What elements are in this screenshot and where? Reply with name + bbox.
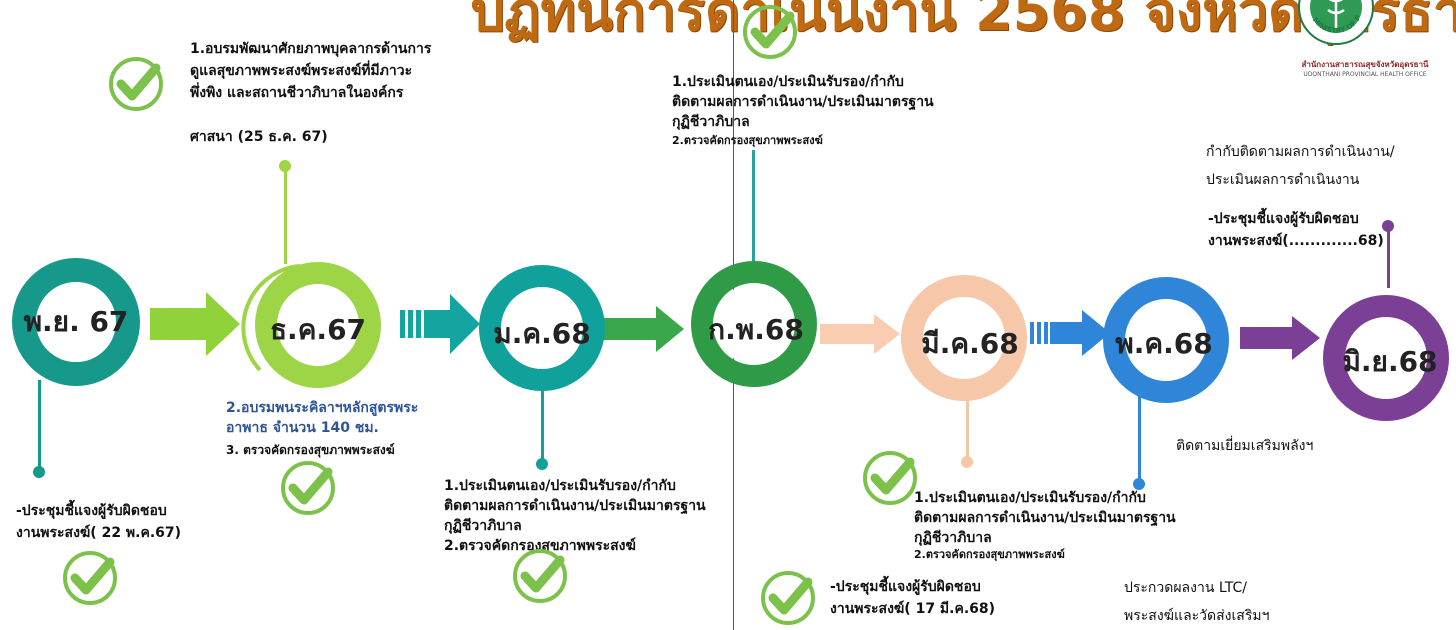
milestone-ring-nov	[12, 258, 140, 386]
check-icon	[863, 451, 917, 505]
stem-mar-dot	[961, 456, 973, 468]
note-jun-top-bold: -ประชุมชี้แจงผู้รับผิดชอบ งานพระสงฆ์(...…	[1208, 211, 1384, 249]
milestone-ring-feb	[691, 261, 817, 387]
note-feb-top-1: 1.ประเมินตนเอง/ประเมินรับรอง/กำกับ ติดตา…	[672, 74, 934, 130]
milestone-label-feb: ก.พ.68	[708, 313, 804, 346]
milestone-label-mar: มี.ค.68	[921, 327, 1019, 360]
note-bottom-right: ประกวดผลงาน LTC/ พระสงฆ์และวัดส่งเสริมฯ	[1124, 580, 1270, 624]
office-name-english: UDONTHANI PROVINCIAL HEALTH OFFICE	[1303, 71, 1427, 78]
stem-jan-dot	[536, 458, 548, 470]
arrow-jan-feb	[604, 306, 684, 352]
check-icon	[109, 57, 163, 111]
moph-logo: MINISTRY OF PUBLIC HEALTH	[1297, 0, 1375, 46]
stem-feb	[752, 150, 755, 262]
check-icon	[743, 5, 797, 59]
note-jan-bottom-1: 1.ประเมินตนเอง/ประเมินรับรอง/กำกับ ติดตา…	[444, 478, 706, 534]
arrow-may-jun	[1240, 316, 1320, 360]
stem-dec	[284, 168, 287, 264]
stem-jan	[541, 384, 544, 462]
stem-nov-dot	[33, 466, 45, 478]
note-jan-bottom-2: 2.ตรวจคัดกรองสุขภาพพระสงฆ์	[444, 538, 636, 554]
note-mar-meeting: -ประชุมชี้แจงผู้รับผิดชอบ งานพระสงฆ์( 17…	[830, 579, 996, 617]
stem-dec-dot	[279, 160, 291, 172]
milestone-ring-jan	[479, 265, 605, 391]
check-icon	[63, 551, 117, 605]
milestone-label-may: พ.ค.68	[1115, 327, 1213, 360]
logo-caption: สำนักงานสาธารณสุขจังหวัดอุดรธานี UDONTHA…	[1285, 58, 1445, 78]
stem-may	[1138, 392, 1141, 484]
check-icon	[513, 549, 567, 603]
check-icon	[281, 461, 335, 515]
milestone-label-jun: มิ.ย.68	[1342, 345, 1438, 378]
milestone-ring-mar	[901, 275, 1027, 401]
stem-nov	[38, 380, 41, 474]
office-name-thai: สำนักงานสาธารณสุขจังหวัดอุดรธานี	[1301, 60, 1429, 69]
milestone-label-dec: ธ.ค.67	[269, 313, 367, 346]
note-dec-bottom-1: 2.อบรมพนระคิลาฯหลักสูตรพระ อาพาธ จำนวน 1…	[226, 400, 419, 436]
stem-jun-dot	[1382, 220, 1394, 232]
stem-jun	[1387, 226, 1390, 288]
arrow-dec-jan	[400, 294, 480, 354]
check-icon	[761, 571, 815, 625]
stem-mar	[966, 388, 969, 462]
milestone-ring-jun	[1323, 295, 1449, 421]
note-nov-bottom: -ประชุมชี้แจงผู้รับผิดชอบ งานพระสงฆ์( 22…	[16, 503, 182, 541]
arrow-nov-dec	[150, 292, 240, 356]
note-dec-top: 1.อบรมพัฒนาศักยภาพบุคลากรด้านการ ดูแลสุข…	[190, 41, 432, 145]
note-may-bottom: ติดตามเยี่ยมเสริมพลังฯ	[1176, 438, 1314, 454]
note-dec-bottom-2: 3. ตรวจคัดกรองสุขภาพพระสงฆ์	[226, 443, 395, 457]
milestone-ring-may	[1103, 277, 1229, 403]
milestone-ring-dec	[241, 262, 381, 388]
milestone-label-nov: พ.ย. 67	[23, 305, 129, 338]
note-mar-bottom-1: 1.ประเมินตนเอง/ประเมินรับรอง/กำกับ ติดตา…	[914, 490, 1176, 546]
note-feb-top-2: 2.ตรวจคัดกรองสุขภาพพระสงฆ์	[672, 134, 823, 147]
milestone-label-jan: ม.ค.68	[493, 317, 591, 350]
note-mar-bottom-2: 2.ตรวจคัดกรองสุขภาพพระสงฆ์	[914, 548, 1065, 561]
arrow-mar-may	[1030, 310, 1110, 356]
note-jun-top-plain: กำกับติดตามผลการดำเนินงาน/ ประเมินผลการด…	[1206, 144, 1395, 188]
page-title: ปฏิทินการดำเนินงาน 2568 จังหวัดอุดรธานี	[470, 0, 1456, 43]
arrow-feb-mar	[820, 314, 900, 354]
stem-may-dot	[1133, 478, 1145, 490]
